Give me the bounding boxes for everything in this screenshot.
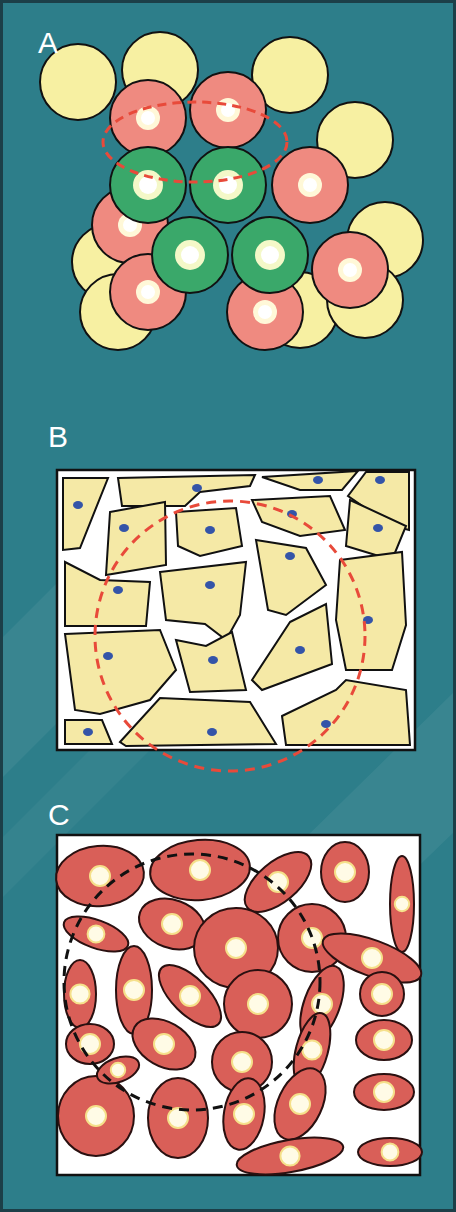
- dashed-outline: [95, 501, 365, 771]
- round-cell: [148, 836, 253, 904]
- squamous-cell: [65, 720, 112, 744]
- squamous-cell: [160, 562, 246, 640]
- squamous-cell: [282, 680, 410, 745]
- squamous-cell: [346, 500, 406, 560]
- round-cell: [93, 1051, 143, 1089]
- squamous-cell: [176, 632, 246, 692]
- panel-label: B: [48, 422, 68, 452]
- epithelial-sheet: [57, 470, 415, 771]
- round-cell: [390, 856, 414, 952]
- green-cell: [190, 147, 266, 223]
- panel-label: C: [48, 800, 70, 830]
- green-cell: [152, 217, 228, 293]
- panel-label: A: [38, 28, 58, 58]
- squamous-cell: [118, 475, 255, 506]
- cell-cluster: [40, 32, 423, 350]
- round-cell: [358, 1138, 422, 1166]
- round-cell: [148, 1078, 208, 1158]
- cell-field: [54, 835, 427, 1181]
- squamous-cell: [252, 496, 345, 536]
- round-cell: [59, 909, 132, 959]
- round-cell: [356, 1020, 412, 1060]
- green-cell: [110, 147, 186, 223]
- squamous-cell: [262, 471, 358, 490]
- pink-cell: [312, 232, 388, 308]
- green-cell: [232, 217, 308, 293]
- round-cell: [321, 842, 369, 902]
- round-cell: [66, 1024, 114, 1064]
- squamous-cell: [252, 604, 332, 690]
- squamous-cell: [63, 478, 108, 550]
- round-cell: [218, 1075, 270, 1153]
- squamous-cell: [176, 508, 242, 556]
- dashed-outline: [64, 854, 320, 1110]
- round-cell: [54, 842, 147, 909]
- round-cell: [224, 970, 292, 1038]
- squamous-cell: [336, 552, 406, 670]
- round-cell: [360, 972, 404, 1016]
- pink-cell: [272, 147, 348, 223]
- dashed-outline: [103, 102, 287, 182]
- squamous-cell: [65, 562, 150, 626]
- round-cell: [234, 1131, 346, 1181]
- round-cell: [264, 1060, 336, 1147]
- squamous-cell: [256, 540, 326, 615]
- round-cell: [354, 1074, 414, 1110]
